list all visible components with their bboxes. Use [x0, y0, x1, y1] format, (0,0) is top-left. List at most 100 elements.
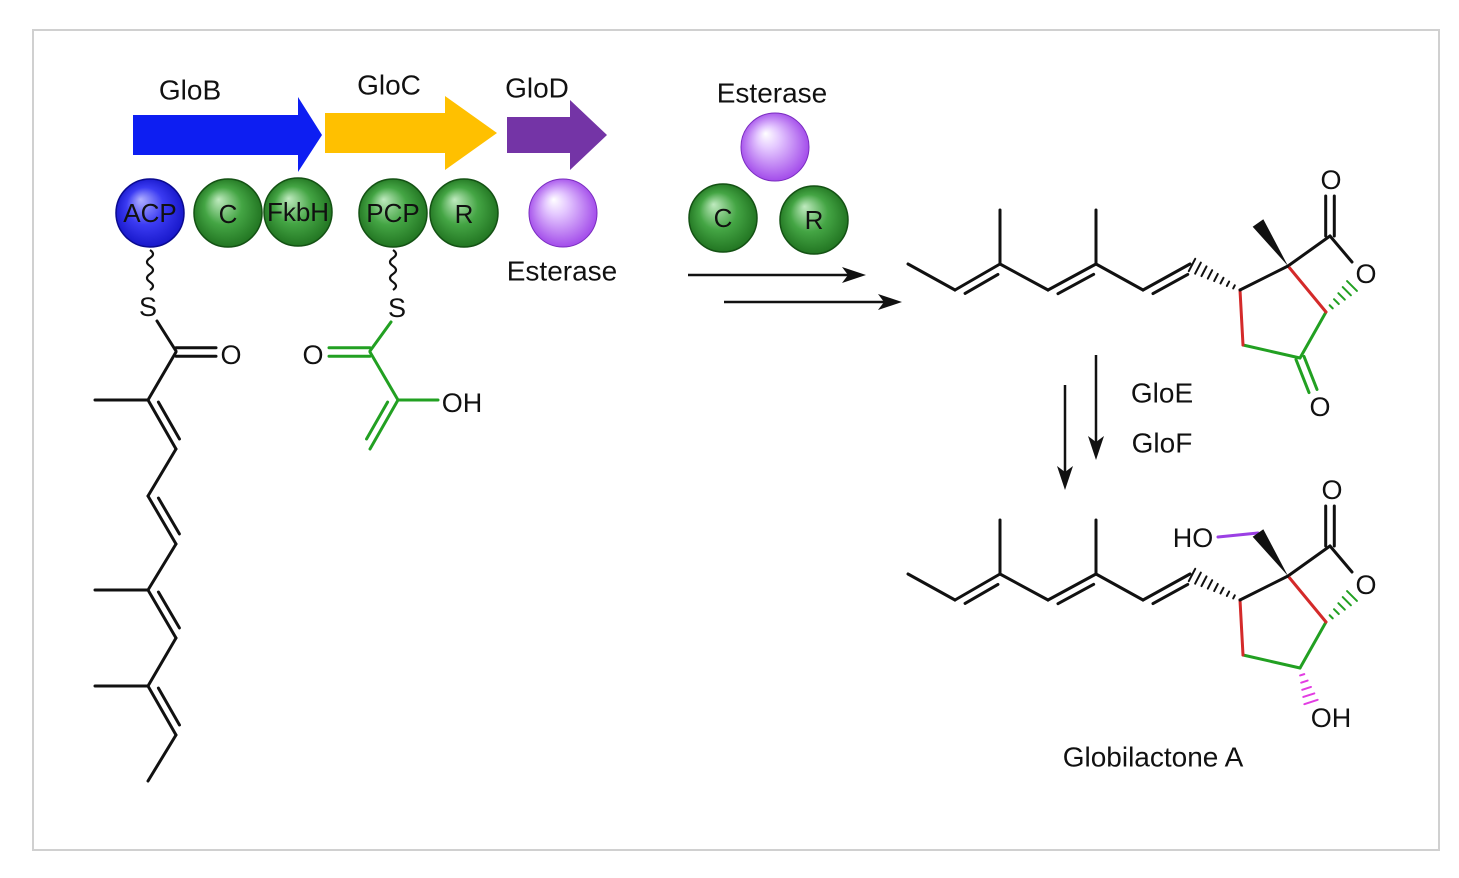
double-bond: [1056, 272, 1096, 296]
single-bond: [906, 262, 957, 292]
wavy-attachment-bond: [145, 249, 155, 291]
pcp-unit-sulfur-atom: S: [388, 293, 406, 323]
hashed-wedge-bond: [1341, 596, 1352, 607]
r-domain-sphere: [429, 178, 499, 248]
polyketide-sulfur-atom: S: [139, 292, 157, 322]
single-bond: [1238, 574, 1290, 602]
double-bond: [156, 496, 181, 536]
double-bond: [1141, 572, 1192, 602]
acp-domain-label: ACP: [123, 198, 176, 228]
glod-gene-arrow: [507, 100, 607, 170]
gloc-gene-arrow: [325, 96, 497, 170]
reaction-arrow-upper-head: [842, 267, 866, 283]
gloc-domains: PCP R: [358, 178, 499, 248]
double-bond: [1046, 572, 1098, 602]
double-bond: [963, 582, 1000, 605]
double-bond: [146, 588, 178, 640]
reductase-domain: R: [429, 178, 499, 248]
globilactone-a-structure: O O HO OH Globilactone A: [906, 475, 1377, 773]
single-bond: [1298, 620, 1328, 670]
single-bond: [1238, 598, 1245, 657]
single-bond: [1238, 264, 1290, 292]
hashed-wedge-bond: [1299, 673, 1306, 677]
reaction-arrows: GloE GloF: [688, 267, 1193, 490]
single-bond: [146, 636, 178, 688]
double-bond: [146, 494, 178, 546]
single-bond: [1328, 544, 1354, 574]
pcp-domain-label: PCP: [366, 198, 419, 228]
double-bond: [1141, 262, 1192, 292]
tailoring-arrow-right-head: [1088, 436, 1104, 460]
hashed-wedge-bond: [1302, 692, 1316, 698]
hashed-wedge-bond: [1225, 590, 1231, 597]
double-bond: [156, 590, 181, 630]
bold-wedge-bond: [1252, 529, 1288, 576]
double-bond: [156, 686, 181, 727]
product-lactone-carbonyl-oxygen: O: [1321, 475, 1342, 505]
standalone-r-domain-label: R: [805, 205, 824, 235]
intermediate-ring-oxygen: O: [1355, 259, 1376, 289]
r-domain-label: R: [455, 199, 474, 229]
single-bond: [155, 319, 178, 353]
figure-frame: [32, 29, 1440, 851]
hashed-wedge-bond: [1328, 304, 1334, 310]
hashed-wedge-bond: [1300, 679, 1309, 684]
glod-esterase-label: Esterase: [507, 256, 618, 287]
single-bond: [1286, 574, 1328, 624]
standalone-c-domain-sphere: [688, 183, 758, 253]
gene-cluster: GloB GloC GloD: [133, 70, 607, 172]
standalone-c-domain-label: C: [714, 203, 733, 233]
double-bond: [1294, 358, 1311, 395]
intermediate-lactone-structure: O O O: [906, 165, 1377, 422]
single-bond: [146, 350, 178, 402]
condensation-domain: C: [193, 178, 263, 248]
hashed-wedge-bond: [1219, 276, 1225, 285]
glob-gene-arrow: [133, 97, 322, 172]
hashed-wedge-bond: [1332, 608, 1340, 616]
product-hydroxymethyl-group: HO: [1173, 523, 1214, 553]
single-bond: [998, 262, 1050, 292]
hashed-wedge-bond: [1200, 575, 1208, 588]
single-bond: [1216, 531, 1260, 539]
single-bond: [1286, 234, 1332, 268]
single-bond: [1286, 544, 1332, 578]
double-bond: [365, 400, 390, 441]
single-bond: [1328, 234, 1354, 264]
pcp-domain-sphere: [358, 178, 428, 248]
double-bond: [963, 272, 1000, 295]
single-bond: [1286, 264, 1328, 314]
intermediate-ketone-oxygen: O: [1309, 392, 1330, 422]
gloc-gene-label: GloC: [357, 70, 421, 101]
single-bond: [368, 320, 393, 353]
hashed-wedge-bond: [1303, 698, 1319, 706]
double-bond: [1056, 582, 1096, 606]
pcp-bound-unit-structure: S O OH: [302, 249, 482, 451]
hashed-wedge-bond: [1213, 272, 1219, 283]
acp-domain-sphere: [115, 178, 185, 248]
hashed-wedge-bond: [1337, 292, 1346, 301]
hashed-wedge-bond: [1225, 280, 1231, 287]
double-bond: [368, 398, 400, 451]
polyketide-thioester-structure: S O: [93, 249, 242, 783]
pcp-domain: PCP: [358, 178, 428, 248]
hashed-wedge-bond: [1328, 614, 1334, 620]
hashed-wedge-bond: [1194, 571, 1202, 585]
single-bond: [1094, 572, 1145, 602]
single-bond: [1298, 310, 1328, 360]
glob-gene-label: GloB: [159, 75, 221, 106]
hashed-wedge-bond: [1232, 594, 1236, 600]
single-bond: [146, 542, 178, 592]
single-bond: [146, 733, 178, 783]
hashed-wedge-bond: [1213, 582, 1219, 593]
hashed-wedge-bond: [1200, 265, 1208, 278]
hashed-wedge-bond: [1346, 280, 1358, 292]
single-bond: [1241, 653, 1302, 670]
hashed-wedge-bond: [1206, 269, 1214, 280]
hashed-wedge-bond: [1187, 567, 1197, 583]
product-name: Globilactone A: [1063, 742, 1244, 773]
double-bond: [146, 684, 178, 737]
double-bond: [1151, 272, 1190, 296]
product-hydroxyl-group: OH: [1311, 703, 1352, 733]
reaction-arrow-lower-head: [878, 294, 902, 310]
